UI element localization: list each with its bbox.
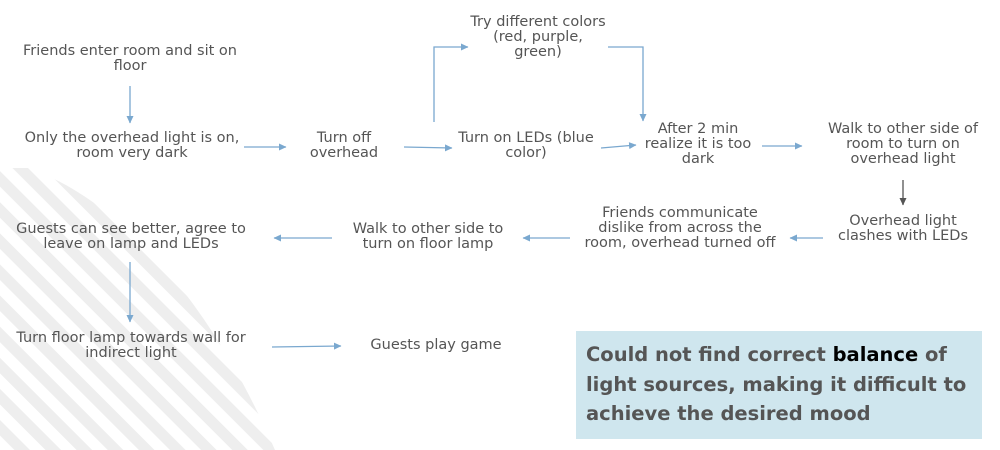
arrow-turnlamp-to-play	[271, 342, 342, 350]
node-turn-floor-lamp: Turn floor lamp towards wall for indirec…	[16, 330, 246, 361]
callout-text-before: Could not find correct	[586, 343, 833, 366]
arrow-turnoff-to-leds	[403, 144, 453, 152]
node-walk-other-side-overhead: Walk to other side of room to turn on ov…	[827, 121, 979, 167]
node-walk-floor-lamp: Walk to other side to turn on floor lamp	[352, 221, 504, 252]
node-turn-off-overhead: Turn off overhead	[309, 130, 379, 161]
node-guests-play: Guests play game	[370, 337, 502, 353]
node-turn-on-leds: Turn on LEDs (blue color)	[458, 130, 594, 161]
node-try-colors: Try different colors (red, purple, green…	[470, 14, 606, 60]
node-friends-communicate: Friends communicate dislike from across …	[584, 205, 776, 251]
callout-text-after: of light sources, making it difficult to…	[586, 343, 967, 425]
arrow-leds-to-after	[600, 142, 637, 150]
callout-box: Could not find correct balance of light …	[576, 331, 982, 439]
arrow-colors-to-after	[608, 46, 647, 122]
node-only-overhead: Only the overhead light is on, room very…	[24, 130, 240, 161]
arrow-leds-to-colors	[433, 43, 469, 122]
node-overhead-clashes: Overhead light clashes with LEDs	[837, 213, 969, 244]
node-guests-see-better: Guests can see better, agree to leave on…	[16, 221, 246, 252]
node-after-2-min: After 2 min realize it is too dark	[644, 121, 752, 167]
node-friends-enter: Friends enter room and sit on floor	[23, 43, 237, 74]
callout-highlight: balance	[832, 343, 919, 366]
